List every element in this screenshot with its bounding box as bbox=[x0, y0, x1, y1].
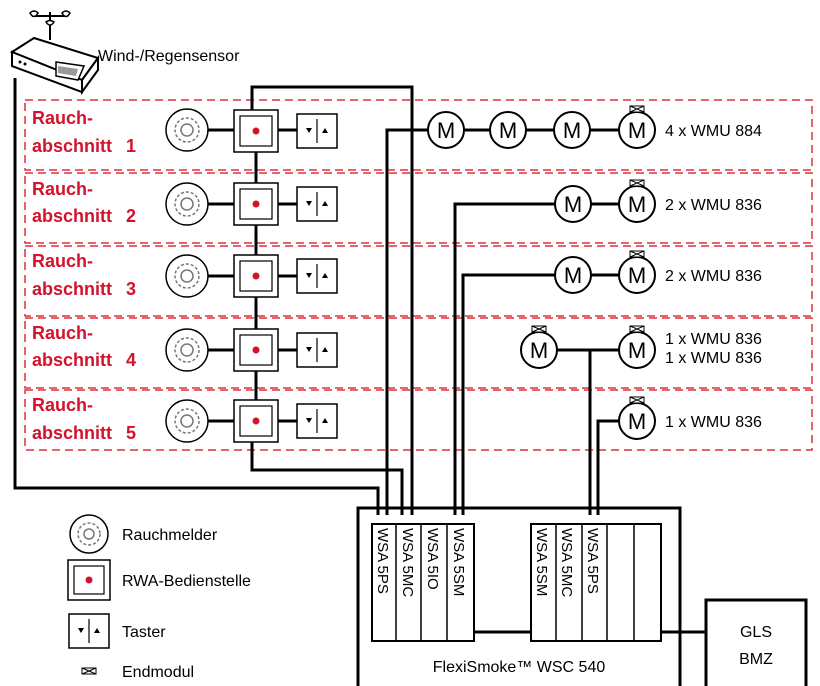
motor-icon: M bbox=[618, 402, 656, 440]
module-left-2: WSA 5MC bbox=[399, 528, 416, 597]
svg-text:M: M bbox=[564, 192, 582, 217]
button-icon bbox=[68, 613, 110, 649]
svg-text:M: M bbox=[628, 409, 646, 434]
control-station-icon bbox=[233, 254, 279, 298]
motor-icon: M bbox=[520, 331, 558, 369]
smoke-detector-icon bbox=[165, 254, 209, 298]
svg-text:Rauch-: Rauch- bbox=[32, 251, 93, 271]
svg-text:Rauch-: Rauch- bbox=[32, 395, 93, 415]
weather-station-icon bbox=[9, 10, 100, 96]
section-box-1 bbox=[24, 99, 813, 171]
smoke-detector-icon bbox=[165, 328, 209, 372]
legend-end-module: Endmodul bbox=[122, 664, 194, 681]
svg-text:M: M bbox=[628, 263, 646, 288]
svg-text:Rauch-: Rauch- bbox=[32, 108, 93, 128]
motor-label-2: 2 x WMU 836 bbox=[665, 197, 762, 214]
motor-icon: M bbox=[489, 111, 527, 149]
smoke-detector-icon bbox=[69, 514, 109, 554]
button-icon bbox=[296, 332, 338, 368]
motor-icon: M bbox=[553, 111, 591, 149]
end-module-icon bbox=[629, 396, 645, 404]
motor-icon: M bbox=[618, 111, 656, 149]
module-right-1: WSA 5SM bbox=[533, 528, 550, 596]
module-right-3: WSA 5PS bbox=[584, 528, 601, 594]
button-icon bbox=[296, 258, 338, 294]
sensor-label: Wind-/Regensensor bbox=[98, 48, 240, 65]
section-box-2 bbox=[24, 172, 813, 244]
end-module-icon bbox=[629, 325, 645, 333]
control-station-icon bbox=[67, 559, 111, 601]
motor-label-4b: 1 x WMU 836 bbox=[665, 350, 762, 367]
legend-smoke-detector: Rauchmelder bbox=[122, 527, 218, 544]
end-module-icon bbox=[81, 667, 97, 675]
svg-text:Rauch-: Rauch- bbox=[32, 179, 93, 199]
legend-control-station: RWA-Bedienstelle bbox=[122, 573, 251, 590]
svg-text:M: M bbox=[564, 263, 582, 288]
button-icon bbox=[296, 403, 338, 439]
end-module-icon bbox=[531, 325, 547, 333]
control-station-icon bbox=[233, 109, 279, 153]
svg-text:M: M bbox=[499, 118, 517, 143]
end-module-icon bbox=[629, 179, 645, 187]
svg-text:M: M bbox=[628, 118, 646, 143]
motor-icon: M bbox=[618, 185, 656, 223]
end-module-icon bbox=[629, 250, 645, 258]
smoke-detector-icon bbox=[165, 108, 209, 152]
legend-button: Taster bbox=[122, 624, 166, 641]
control-station-icon bbox=[233, 328, 279, 372]
section-box-3 bbox=[24, 245, 813, 317]
svg-text:Rauch-: Rauch- bbox=[32, 323, 93, 343]
gls-bmz-box: GLS BMZ bbox=[704, 598, 808, 686]
smoke-detector-icon bbox=[165, 399, 209, 443]
motor-label-1: 4 x WMU 884 bbox=[665, 123, 762, 140]
svg-text:M: M bbox=[530, 338, 548, 363]
button-icon bbox=[296, 186, 338, 222]
controller-cabinet: WSA 5PS WSA 5MC WSA 5IO WSA 5SM WSA 5SM … bbox=[356, 506, 682, 686]
svg-text:M: M bbox=[437, 118, 455, 143]
smoke-detector-icon bbox=[165, 182, 209, 226]
module-left-3: WSA 5IO bbox=[424, 528, 441, 590]
svg-text:BMZ: BMZ bbox=[739, 651, 773, 668]
motor-label-4a: 1 x WMU 836 bbox=[665, 331, 762, 348]
legend: Rauchmelder RWA-Bedienstelle Taster Endm… bbox=[67, 514, 251, 681]
section-boxes bbox=[24, 99, 813, 451]
module-left-1: WSA 5PS bbox=[374, 528, 391, 594]
module-right-2: WSA 5MC bbox=[558, 528, 575, 597]
motor-icon: M bbox=[554, 256, 592, 294]
section-box-4 bbox=[24, 317, 813, 389]
control-station-icon bbox=[233, 182, 279, 226]
motor-icon: M bbox=[618, 256, 656, 294]
motor-icon: M bbox=[427, 111, 465, 149]
svg-text:GLS: GLS bbox=[740, 624, 772, 641]
motor-icon: M bbox=[554, 185, 592, 223]
controller-name: FlexiSmoke™ WSC 540 bbox=[433, 659, 606, 676]
motor-label-5: 1 x WMU 836 bbox=[665, 414, 762, 431]
control-station-icon bbox=[233, 399, 279, 443]
svg-text:M: M bbox=[563, 118, 581, 143]
motor-label-3: 2 x WMU 836 bbox=[665, 268, 762, 285]
button-icon bbox=[296, 113, 338, 149]
section-box-5 bbox=[24, 389, 813, 451]
end-module-icon bbox=[629, 105, 645, 113]
motor-icon: M bbox=[618, 331, 656, 369]
module-left-4: WSA 5SM bbox=[450, 528, 467, 596]
svg-text:M: M bbox=[628, 192, 646, 217]
svg-text:M: M bbox=[628, 338, 646, 363]
